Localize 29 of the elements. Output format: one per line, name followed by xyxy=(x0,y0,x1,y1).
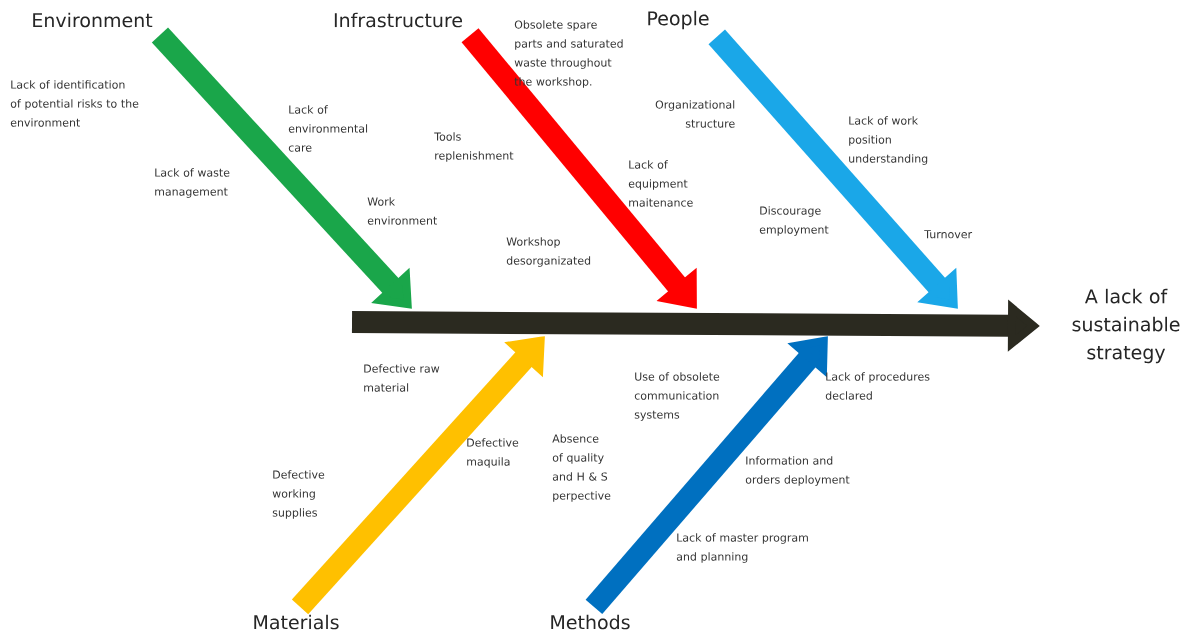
cause-label: Defective maquila xyxy=(467,438,519,468)
cause-label: Turnover xyxy=(924,230,973,239)
category-label: People xyxy=(648,10,709,30)
arrow xyxy=(708,29,958,309)
cause-label: Information and orders deployment xyxy=(745,456,850,486)
cause-label: Organizational structure xyxy=(655,100,735,128)
effect-label: A lack of sustainable strategy xyxy=(1072,288,1180,364)
cause-label: Lack of waste management xyxy=(155,168,230,198)
cause-label: Tools replenishment xyxy=(434,132,514,162)
cause-label: Lack of equipment maitenance xyxy=(628,160,693,207)
cause-label: Discourage employment xyxy=(759,206,829,236)
cause-label: Work environment xyxy=(367,197,437,225)
cause-label: Lack of master program and planning xyxy=(676,533,808,563)
category-label: Materials xyxy=(254,614,339,630)
arrow xyxy=(585,336,828,615)
cause-label: Workshop desorganizated xyxy=(506,237,591,267)
category-label: Environment xyxy=(33,12,153,28)
category-label: Methods xyxy=(551,614,630,630)
cause-label: Lack of procedures declared xyxy=(825,372,930,400)
cause-label: Lack of work position understanding xyxy=(849,116,928,165)
cause-label: Lack of identification of potential risks to the environment xyxy=(10,80,139,127)
cause-label: Defective working supplies xyxy=(272,470,325,519)
arrow xyxy=(151,27,412,309)
category-label: Infrastructure xyxy=(334,12,463,28)
cause-label: Absence of quality and H & S perpective xyxy=(552,434,611,502)
arrow xyxy=(291,336,545,615)
cause-label: Lack of environmental care xyxy=(288,105,368,152)
cause-label: Use of obsolete communication systems xyxy=(634,372,720,421)
cause-label: Defective raw material xyxy=(364,364,440,392)
